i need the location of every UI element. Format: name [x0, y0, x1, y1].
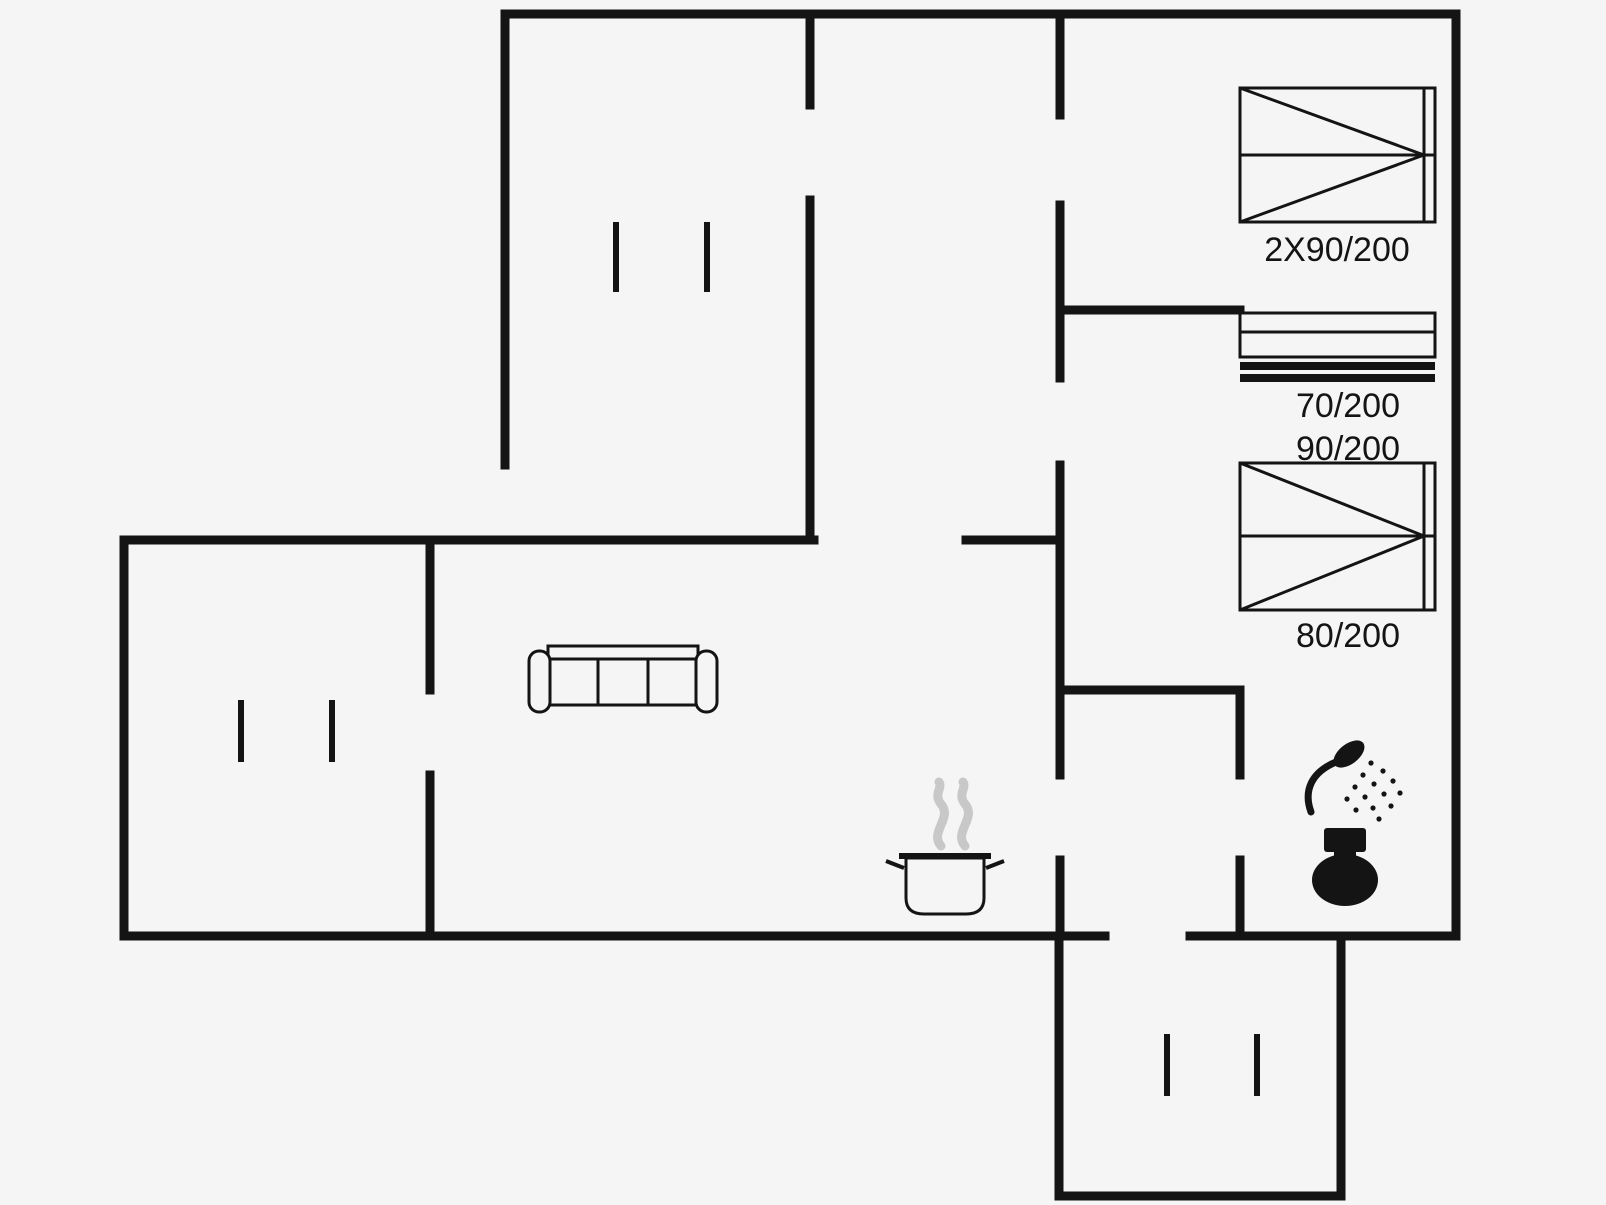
cooking-pot-icon: [885, 853, 1005, 916]
single-bed-icon: [1238, 461, 1437, 612]
shower-icon: [1304, 740, 1403, 822]
steam-icon: [933, 777, 973, 851]
roof-window-icon: [613, 222, 710, 292]
roof-window-icon: [1164, 1034, 1260, 1096]
shower-spray: [1344, 760, 1403, 822]
bunk-bed-icon: [1238, 311, 1437, 382]
bunk-bed-top-label: 70/200: [1296, 387, 1400, 425]
double-bed-label: 2X90/200: [1264, 231, 1410, 269]
sofa-icon: [527, 644, 719, 714]
double-bed-icon: [1238, 86, 1437, 224]
walls: [119, 9, 1461, 1201]
toilet-icon: [1312, 828, 1378, 906]
roof-windows: [238, 222, 1260, 1096]
roof-window-icon: [238, 700, 335, 762]
single-bed-label: 80/200: [1296, 617, 1400, 655]
